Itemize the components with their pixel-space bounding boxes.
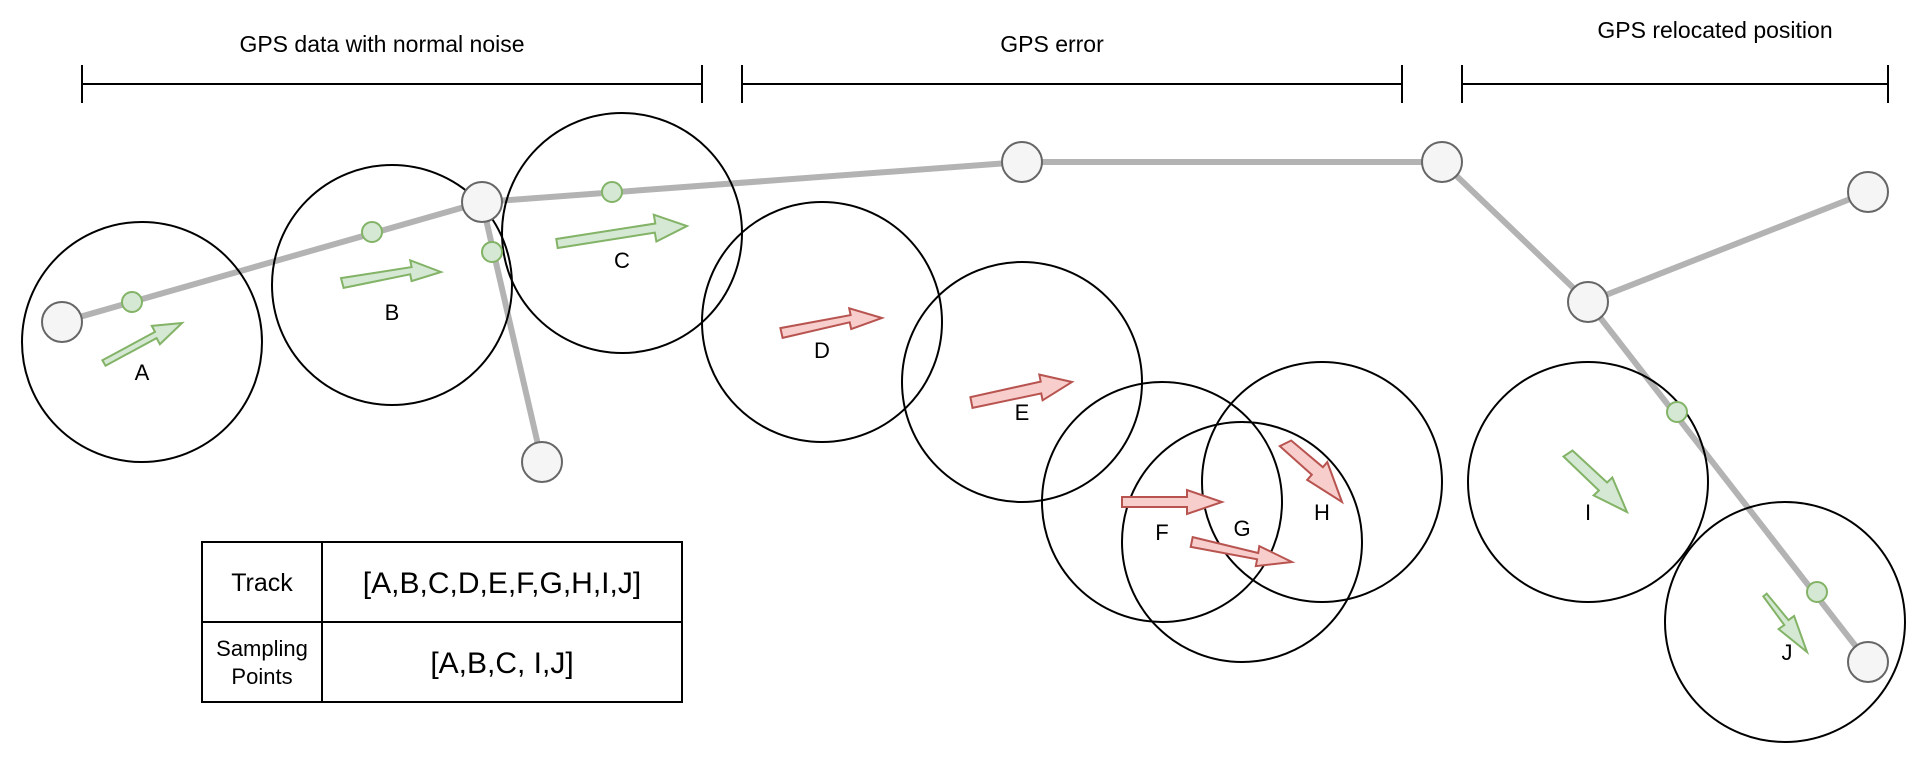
uncertainty-circles [21,112,1906,743]
point-label-c: C [614,248,630,273]
section-label-gps-error: GPS error [1000,31,1104,57]
sample-point-b2 [481,241,503,263]
point-label-d: D [814,338,830,363]
sample-point-j [1806,581,1828,603]
sample-point-a [121,291,143,313]
sample-point-i [1666,401,1688,423]
point-label-f: F [1155,520,1168,545]
road-segment [479,199,545,465]
road-segment [1585,299,1871,665]
section-label-normal-noise: GPS data with normal noise [239,31,524,57]
road-segment [1585,189,1871,305]
arrow-h [1278,439,1344,505]
arrow-c [555,213,690,250]
road-node [1001,141,1043,183]
arrow-d [779,306,886,340]
road-segment [1439,159,1591,305]
arrow-i [1561,449,1629,515]
section-normal-noise: GPS data with normal noise [81,31,703,103]
sample-point-c [601,181,623,203]
point-label-g: G [1233,516,1250,541]
matched-sample-points [121,181,1828,603]
table-value-sampling: [A,B,C, I,J] [430,647,573,680]
road-node [1421,141,1463,183]
point-labels: A B C D E F G H I J [135,248,1793,665]
point-label-a: A [135,360,150,385]
sample-point-b [361,221,383,243]
road-node [1847,641,1889,683]
uncertainty-circle-a [21,221,263,463]
section-relocated-position: GPS relocated position [1461,17,1889,103]
arrow-f [1121,488,1226,516]
road-nodes [41,141,1889,683]
table-header-sampling-line1: Sampling [216,636,308,661]
uncertainty-circle-j [1664,501,1906,743]
road-node [521,441,563,483]
uncertainty-circle-h [1201,361,1443,603]
arrow-g [1189,535,1296,568]
road-node [41,301,83,343]
arrow-e [969,373,1075,410]
section-label-relocated-position: GPS relocated position [1597,17,1832,43]
table-header-sampling-line2: Points [231,664,292,689]
arrow-j [1761,592,1810,656]
arrow-b [339,258,445,290]
section-gps-error: GPS error [741,31,1403,103]
uncertainty-circle-g [1121,421,1363,663]
point-label-j: J [1782,640,1793,665]
point-label-i: I [1585,500,1591,525]
uncertainty-circle-d [701,201,943,443]
direction-arrows [101,213,1810,656]
road-node [1567,281,1609,323]
uncertainty-circle-f [1041,381,1283,623]
road-segment [479,159,1025,205]
road-node [1847,171,1889,213]
arrow-a [101,321,185,368]
road-node [461,181,503,223]
uncertainty-circle-e [901,261,1143,503]
point-label-e: E [1015,400,1030,425]
uncertainty-circle-i [1467,361,1709,603]
point-label-h: H [1314,500,1330,525]
track-table: Track [A,B,C,D,E,F,G,H,I,J] Sampling Poi… [201,541,683,703]
table-header-track: Track [231,569,293,597]
point-label-b: B [385,300,400,325]
table-value-track: [A,B,C,D,E,F,G,H,I,J] [363,567,641,600]
uncertainty-circle-b [271,164,513,406]
